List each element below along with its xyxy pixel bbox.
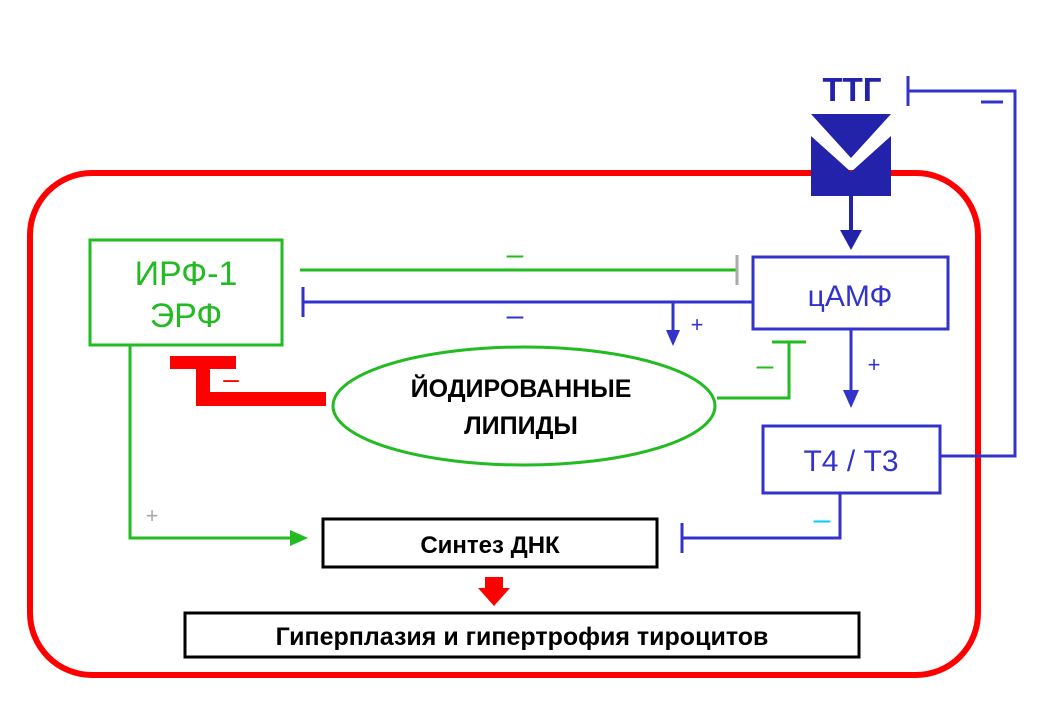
- camp-inhibits-irf: [301, 287, 753, 317]
- cell-membrane: [27, 170, 981, 678]
- receptor-to-camp-arrow: [840, 196, 862, 250]
- irf-label-line1: ИРФ-1: [135, 255, 238, 293]
- ttg-feedback-sign: –: [992, 107, 993, 109]
- lipids-label-line1: ЙОДИРОВАННЫЕ: [411, 373, 632, 403]
- dna-synthesis-label: Синтез ДНК: [420, 532, 560, 559]
- camp-box: [751, 255, 950, 331]
- red-down-arrow-icon: [478, 577, 510, 606]
- camp-t4t3-sign: +: [868, 352, 881, 377]
- irf-dna-sign: +: [146, 503, 159, 528]
- t4t3-dna-sign: –: [814, 503, 831, 536]
- tsh-receptor-icon: [811, 114, 891, 196]
- lipids-inhibit-irf: [170, 356, 326, 406]
- irf-label-line2: ЭРФ: [150, 297, 223, 335]
- irf-inhibits-camp: [300, 255, 739, 285]
- lipids-camp-sign: –: [757, 349, 774, 382]
- camp-label: цАМФ: [808, 280, 893, 313]
- camp-lipids-sign: +: [691, 312, 704, 337]
- ttg-label: ТТГ: [822, 71, 881, 108]
- t4t3-label: Т4 / Т3: [803, 445, 898, 478]
- irf-camp-sign: –: [507, 238, 524, 271]
- t4t3-ttg-feedback: [906, 76, 1017, 458]
- iodinated-lipids-node: [331, 345, 717, 467]
- lipids-label-line2: ЛИПИДЫ: [464, 412, 578, 440]
- lipids-irf-sign: –: [223, 363, 239, 394]
- lipids-inhibit-camp: [717, 340, 806, 400]
- camp-irf-sign: –: [507, 299, 524, 332]
- camp-activates-lipids: [666, 302, 680, 346]
- irf-box: [88, 238, 284, 347]
- t4t3-inhibits-dna-synthesis: [680, 493, 842, 553]
- irf-activates-dna-synthesis: [128, 345, 308, 546]
- hyperplasia-box: [183, 611, 861, 659]
- dna-synthesis-box: [321, 517, 659, 569]
- t4t3-box: [761, 424, 942, 495]
- hyperplasia-label: Гиперплазия и гипертрофия тироцитов: [276, 623, 769, 651]
- camp-activates-t4t3: [843, 329, 859, 408]
